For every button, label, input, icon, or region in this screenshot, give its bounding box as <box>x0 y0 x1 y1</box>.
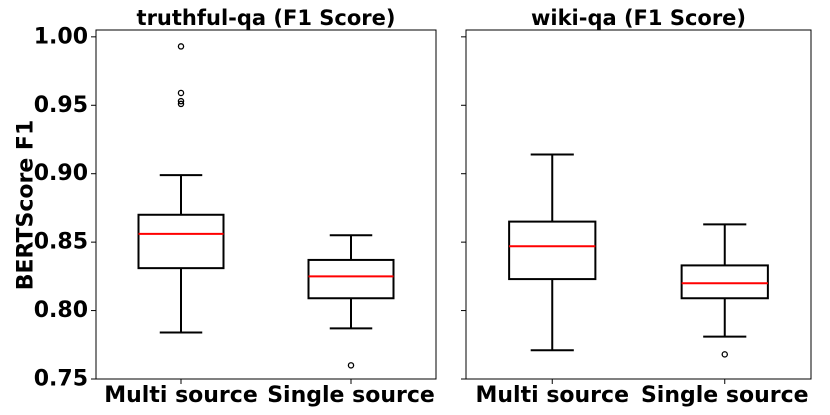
y-tick-label: 0.80 <box>34 298 88 323</box>
outlier-point <box>721 351 729 358</box>
outlier-point <box>177 100 185 108</box>
x-tick-label: Single source <box>641 383 809 408</box>
panel-title: truthful-qa (F1 Score) <box>137 6 396 30</box>
outlier-point <box>177 43 185 50</box>
outlier-point <box>177 97 185 105</box>
panel-title: wiki-qa (F1 Score) <box>531 6 746 30</box>
plot-frame <box>95 29 437 380</box>
iqr-box <box>508 220 597 281</box>
y-tick-label: 1.00 <box>34 24 88 49</box>
iqr-box <box>680 264 769 300</box>
outlier-point <box>177 89 185 97</box>
box-1 <box>508 153 597 352</box>
y-axis-label: BERTScore F1 <box>14 120 39 291</box>
y-tick-label: 0.85 <box>34 230 88 255</box>
x-tick-label: Multi source <box>104 383 258 408</box>
panel-2: wiki-qa (F1 Score) Multi source Single sou… <box>461 6 812 408</box>
y-tick-label: 0.75 <box>34 367 88 392</box>
y-tick-label: 0.90 <box>34 161 88 186</box>
box-2 <box>307 234 395 369</box>
y-tick-label: 0.95 <box>34 93 88 118</box>
outlier-point <box>347 362 355 369</box>
box-1 <box>137 43 225 334</box>
x-tick-label: Single source <box>267 383 435 408</box>
iqr-box <box>137 213 225 270</box>
x-tick-label: Multi source <box>476 383 630 408</box>
box-2 <box>680 223 769 358</box>
panel-1: truthful-qa (F1 Score) 0.75 0.80 0.85 0.90 0.… <box>34 6 437 408</box>
plot-frame <box>465 29 812 380</box>
iqr-box <box>307 258 395 300</box>
